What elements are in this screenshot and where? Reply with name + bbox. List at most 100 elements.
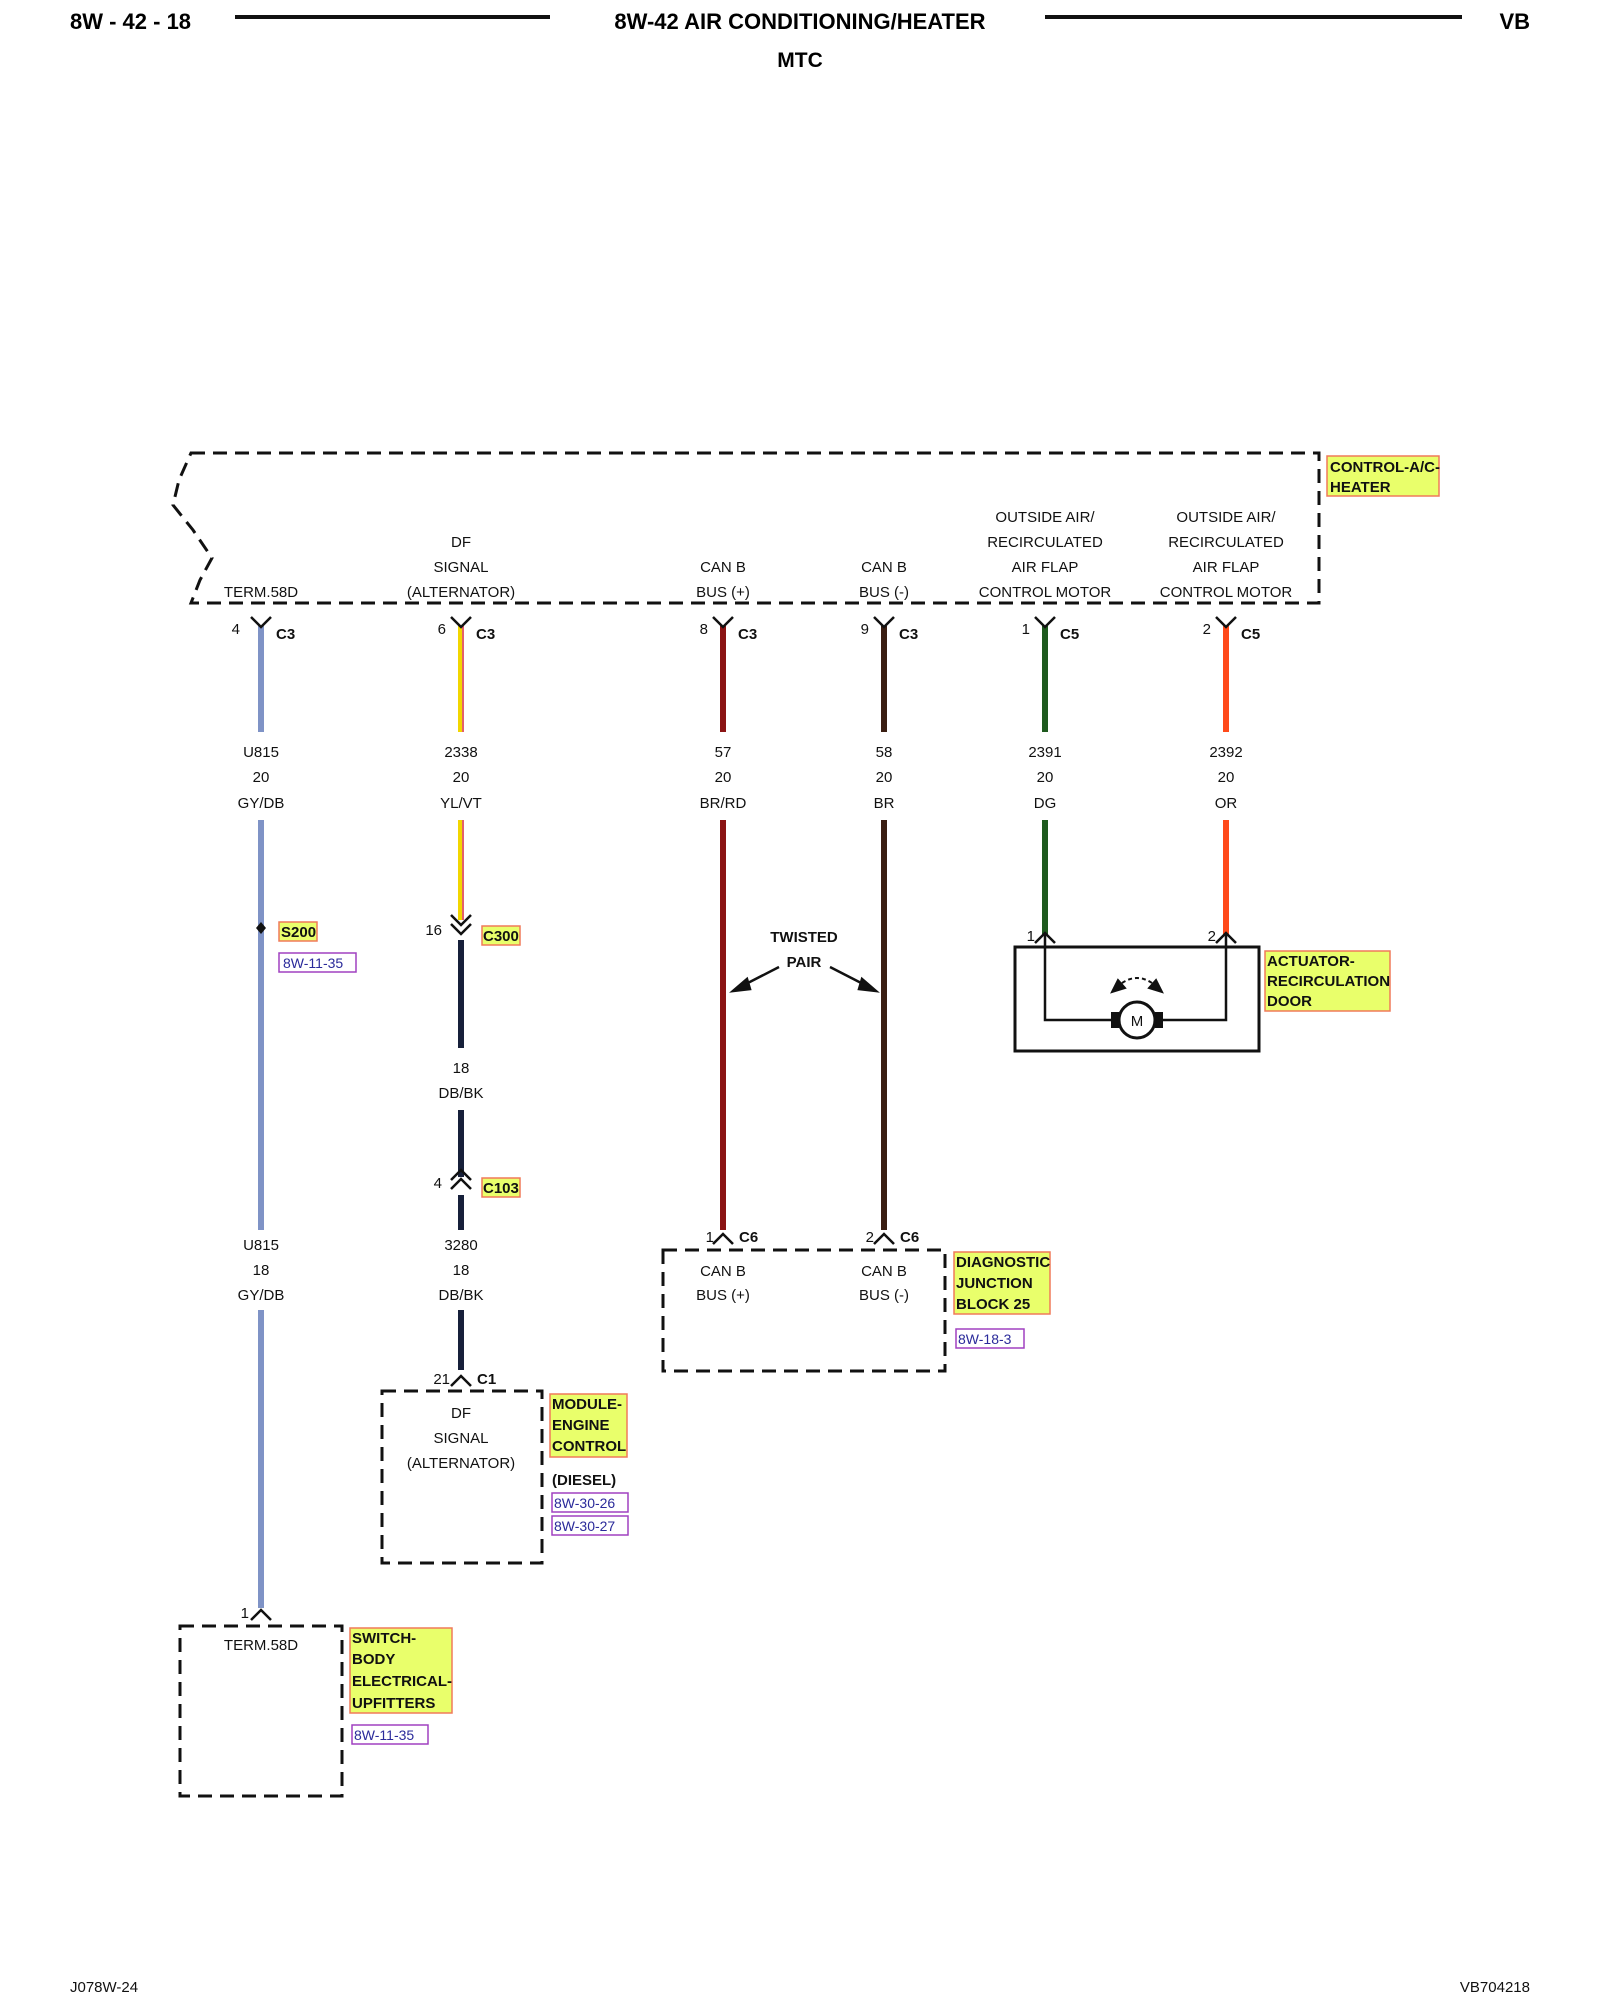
svg-text:2392: 2392 xyxy=(1209,744,1242,761)
svg-text:(ALTERNATOR): (ALTERNATOR) xyxy=(407,1455,515,1472)
svg-text:BLOCK 25: BLOCK 25 xyxy=(956,1296,1030,1313)
engine-control-module-label: MODULE- ENGINE CONTROL xyxy=(549,1393,628,1458)
connector-c5-pin2-number: 2 xyxy=(1203,621,1211,638)
page-number: 8W - 42 - 18 xyxy=(70,9,191,34)
engine-module-ref-link-1[interactable]: 8W-30-26 xyxy=(551,1492,629,1513)
svg-text:BUS (-): BUS (-) xyxy=(859,1287,909,1304)
engine-module-ref-link-2[interactable]: 8W-30-27 xyxy=(551,1515,629,1536)
svg-text:DF: DF xyxy=(451,1405,471,1422)
svg-text:RECIRCULATION: RECIRCULATION xyxy=(1267,973,1390,990)
connector-c103-symbol xyxy=(450,1168,472,1190)
svg-text:BODY: BODY xyxy=(352,1651,395,1668)
svg-text:2338: 2338 xyxy=(444,744,477,761)
svg-text:58: 58 xyxy=(876,744,893,761)
svg-text:BUS (+): BUS (+) xyxy=(696,584,750,601)
svg-text:8W-30-27: 8W-30-27 xyxy=(554,1518,615,1534)
connector-c6-name-1: C6 xyxy=(739,1229,758,1246)
svg-text:18: 18 xyxy=(453,1060,470,1077)
svg-text:8W-11-35: 8W-11-35 xyxy=(283,955,343,971)
connector-c5-pin1-number: 1 xyxy=(1022,621,1030,638)
svg-text:PAIR: PAIR xyxy=(787,954,822,971)
actuator-connector-symbols xyxy=(1034,931,1237,1022)
connector-c103-pin: 4 xyxy=(434,1175,442,1192)
connector-c3-pin6-number: 6 xyxy=(438,621,446,638)
connector-c5-pin2-symbol xyxy=(1215,616,1237,629)
svg-text:20: 20 xyxy=(715,769,732,786)
svg-text:C103: C103 xyxy=(483,1180,519,1197)
svg-text:18: 18 xyxy=(453,1262,470,1279)
connector-c3-pin4-name: C3 xyxy=(276,626,295,643)
connector-c1-pin: 21 xyxy=(433,1371,450,1388)
svg-text:DOOR: DOOR xyxy=(1267,993,1312,1010)
svg-text:CONTROL-A/C-: CONTROL-A/C- xyxy=(1330,459,1440,476)
svg-text:DB/BK: DB/BK xyxy=(438,1287,483,1304)
splice-s200-ref-link[interactable]: 8W-11-35 xyxy=(278,952,357,973)
switch-body-ref-link[interactable]: 8W-11-35 xyxy=(351,1724,429,1745)
diagnostic-junction-block-label: DIAGNOSTIC JUNCTION BLOCK 25 xyxy=(953,1251,1051,1315)
svg-text:20: 20 xyxy=(453,769,470,786)
svg-text:YL/VT: YL/VT xyxy=(440,795,482,812)
connector-c1-symbol xyxy=(450,1374,472,1387)
svg-text:OR: OR xyxy=(1215,795,1238,812)
connector-c3-pin9-name: C3 xyxy=(899,626,918,643)
pin-label-term58d: TERM.58D xyxy=(224,584,298,601)
svg-text:SIGNAL: SIGNAL xyxy=(433,559,488,576)
twisted-pair-label: TWISTED PAIR xyxy=(770,929,838,971)
actuator-recirculation-door-box xyxy=(1013,945,1261,1053)
svg-text:AIR FLAP: AIR FLAP xyxy=(1193,559,1260,576)
switch-body-upfitters-box xyxy=(178,1624,344,1798)
svg-text:C300: C300 xyxy=(483,928,519,945)
svg-text:GY/DB: GY/DB xyxy=(238,795,285,812)
svg-text:HEATER: HEATER xyxy=(1330,479,1391,496)
connector-c3-pin8-symbol xyxy=(712,616,734,629)
svg-text:BUS (+): BUS (+) xyxy=(696,1287,750,1304)
connector-c5-pin1-name: C5 xyxy=(1060,626,1079,643)
svg-text:S200: S200 xyxy=(281,924,316,941)
diag-pin-can-b-plus: CAN B BUS (+) xyxy=(696,1263,750,1304)
page-title: 8W-42 AIR CONDITIONING/HEATER xyxy=(614,9,985,34)
wire-label-dbbk-mid: 18 DB/BK xyxy=(438,1060,483,1102)
connector-c3-pin9-symbol xyxy=(873,616,895,629)
svg-text:M: M xyxy=(1131,1013,1144,1030)
wire-label-2391: 2391 20 DG xyxy=(1028,744,1061,812)
svg-text:3280: 3280 xyxy=(444,1237,477,1254)
connector-c1-name: C1 xyxy=(477,1371,496,1388)
pin-label-df-signal: DF SIGNAL (ALTERNATOR) xyxy=(407,534,515,601)
connector-c6-name-2: C6 xyxy=(900,1229,919,1246)
rotation-arrows-icon xyxy=(1110,977,1164,994)
svg-text:DIAGNOSTIC: DIAGNOSTIC xyxy=(956,1254,1050,1271)
footer-left-code: J078W-24 xyxy=(70,1979,138,1996)
svg-text:BUS (-): BUS (-) xyxy=(859,584,909,601)
engine-module-pin-df-signal: DF SIGNAL (ALTERNATOR) xyxy=(407,1405,515,1472)
switch-pin-1: 1 xyxy=(241,1605,249,1622)
connector-c300-symbol xyxy=(450,914,472,936)
engine-module-variant: (DIESEL) xyxy=(552,1472,616,1489)
motor-icon: M xyxy=(1111,1000,1163,1040)
model-code: VB xyxy=(1499,9,1530,34)
svg-text:ELECTRICAL-: ELECTRICAL- xyxy=(352,1673,452,1690)
connector-c300-label: C300 xyxy=(481,925,521,946)
svg-text:DF: DF xyxy=(451,534,471,551)
diagnostic-junction-block-ref-link[interactable]: 8W-18-3 xyxy=(955,1328,1025,1349)
wire-label-2392: 2392 20 OR xyxy=(1209,744,1242,812)
switch-pin-term58d: TERM.58D xyxy=(224,1637,298,1654)
svg-text:RECIRCULATED: RECIRCULATED xyxy=(987,534,1103,551)
svg-text:BR: BR xyxy=(874,795,895,812)
svg-text:DB/BK: DB/BK xyxy=(438,1085,483,1102)
connector-c3-pin6-symbol xyxy=(450,616,472,629)
wire-label-3280: 3280 18 DB/BK xyxy=(438,1237,483,1304)
switch-body-upfitters-label: SWITCH- BODY ELECTRICAL- UPFITTERS xyxy=(349,1627,453,1714)
switch-connector-symbol xyxy=(250,1608,272,1621)
connector-c3-pin8-number: 8 xyxy=(700,621,708,638)
connector-c6-symbols xyxy=(712,1232,895,1245)
svg-text:(ALTERNATOR): (ALTERNATOR) xyxy=(407,584,515,601)
svg-text:18: 18 xyxy=(253,1262,270,1279)
svg-text:SWITCH-: SWITCH- xyxy=(352,1630,416,1647)
svg-text:CONTROL: CONTROL xyxy=(552,1438,626,1455)
svg-text:20: 20 xyxy=(1037,769,1054,786)
pin-label-can-b-minus: CAN B BUS (-) xyxy=(859,559,909,601)
twisted-pair-arrows xyxy=(729,965,880,993)
svg-text:CONTROL MOTOR: CONTROL MOTOR xyxy=(979,584,1112,601)
svg-text:UPFITTERS: UPFITTERS xyxy=(352,1695,435,1712)
svg-text:RECIRCULATED: RECIRCULATED xyxy=(1168,534,1284,551)
